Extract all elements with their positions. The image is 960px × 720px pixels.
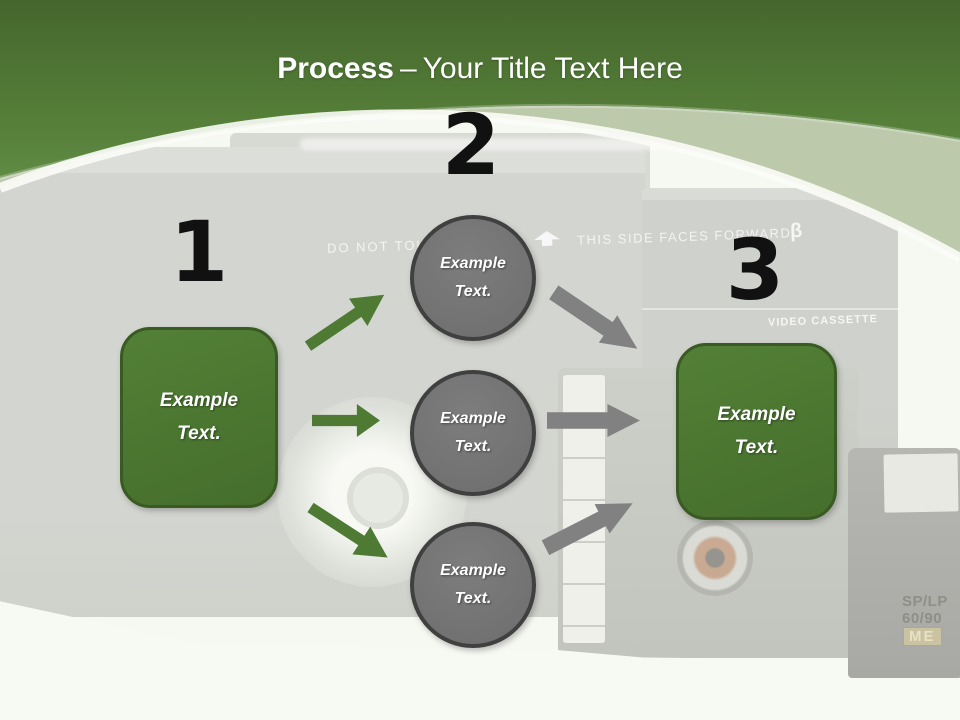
start-box-label-line1: Example [159,390,239,412]
circle-2-label-line2: Text. [454,438,492,455]
speed-label: SP/LP [902,593,948,610]
header-arc [0,0,960,263]
header-green-band [0,0,960,178]
length-label: 60/90 [902,609,943,627]
header-pale-arc [0,105,960,258]
circle-3-label-line2: Text. [454,590,492,607]
green-down-arrow-icon [301,494,396,572]
green-right-arrow-icon [312,404,380,437]
title-emphasis: Process [277,52,394,85]
start-box: Example Text. [120,327,278,508]
middle-circle-2: Example Text. [410,370,536,496]
end-box: Example Text. [676,343,837,520]
circle-2-label-line1: Example [440,410,506,427]
cassette-ridge-line [642,308,898,310]
slide-title: Process–Your Title Text Here [0,52,960,86]
tape-reel-hub [347,467,409,529]
title-dash: – [399,52,417,85]
middle-circle-3: Example Text. [410,522,536,648]
end-box-label-line1: Example [717,404,796,426]
circle-1-label-line2: Text. [454,283,492,300]
circle-1-label-line1: Example [440,255,506,272]
step-number-2: 2 [441,96,501,194]
tape-reel-small [677,520,753,596]
middle-circle-1: Example Text. [410,215,536,341]
title-rest: Your Title Text Here [422,52,683,85]
gray-down-arrow-icon [544,279,646,363]
header-white-rim [0,109,960,263]
step-number-3: 3 [725,221,785,319]
gray-right-arrow-icon [547,404,640,437]
tape-type-badge: ME [903,627,942,646]
step-number-1: 1 [169,203,229,301]
cassette-text-speed: SP/LP 60/90 [902,593,948,627]
end-box-label-line2: Text. [734,436,779,458]
start-box-label-line2: Text. [177,422,221,444]
green-up-arrow-icon [299,281,394,360]
circle-3-label-line1: Example [440,562,506,579]
gray-up-arrow-icon [538,489,640,563]
